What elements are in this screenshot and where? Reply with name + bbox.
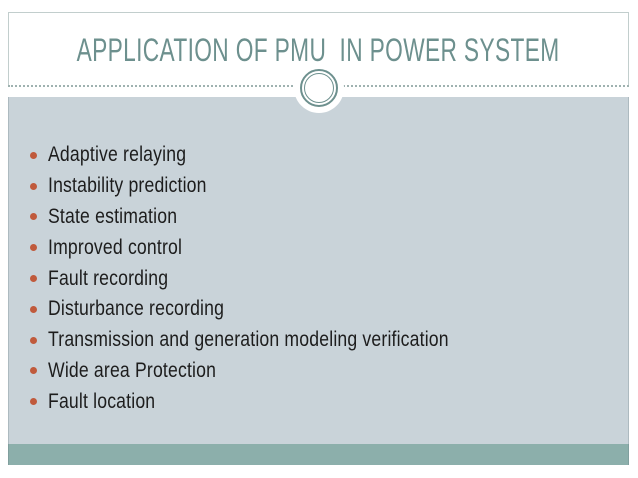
list-item-text: Improved control	[48, 235, 183, 259]
slide-title: APPLICATION OF PMU IN POWER SYSTEM	[77, 31, 560, 68]
bullet-icon	[30, 151, 37, 159]
list-item-text: Disturbance recording	[48, 297, 225, 321]
list-item: Disturbance recording	[30, 294, 525, 325]
circle-ornament-icon	[300, 69, 338, 107]
bullet-icon	[30, 398, 37, 406]
list-item-text: Adaptive relaying	[48, 143, 187, 167]
list-item-text: State estimation	[48, 204, 178, 228]
list-item: Improved control	[30, 232, 525, 263]
bullet-icon	[30, 305, 37, 313]
list-item: State estimation	[30, 202, 525, 233]
list-item: Fault location	[30, 386, 525, 417]
list-item-text: Instability prediction	[48, 174, 207, 198]
bullet-icon	[30, 182, 37, 190]
list-item: Wide area Protection	[30, 356, 525, 387]
list-item-text: Fault recording	[48, 266, 169, 290]
circle-ornament-inner-ring	[304, 73, 334, 103]
bullet-icon	[30, 367, 37, 375]
application-list: Adaptive relaying Instability prediction…	[30, 140, 525, 417]
list-item-text: Wide area Protection	[48, 358, 217, 382]
list-item: Fault recording	[30, 263, 525, 294]
footer-band	[8, 444, 629, 465]
list-item: Adaptive relaying	[30, 140, 525, 171]
list-item-text: Transmission and generation modeling ver…	[48, 328, 449, 352]
bullet-icon	[30, 275, 37, 283]
list-item: Transmission and generation modeling ver…	[30, 325, 525, 356]
bullet-icon	[30, 213, 37, 221]
bullet-icon	[30, 244, 37, 252]
content-panel	[8, 97, 629, 444]
list-item-text: Fault location	[48, 389, 156, 413]
bullet-icon	[30, 336, 37, 344]
list-item: Instability prediction	[30, 171, 525, 202]
